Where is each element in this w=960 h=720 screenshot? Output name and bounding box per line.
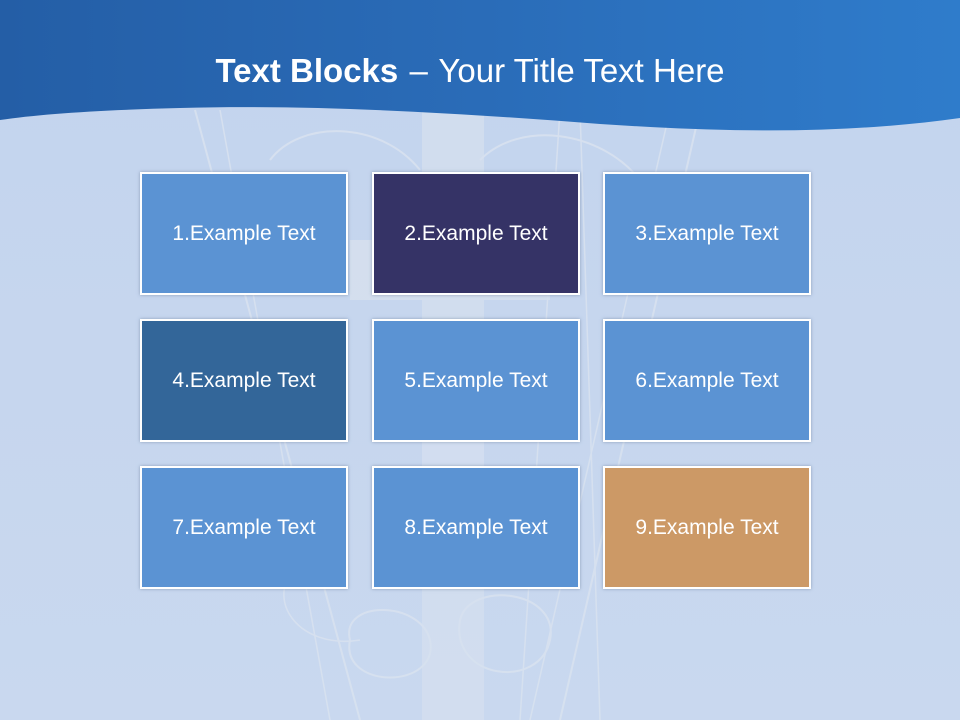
text-block-label: 3.Example Text — [635, 221, 779, 245]
text-block-8[interactable]: 8.Example Text — [372, 466, 580, 589]
text-block-9[interactable]: 9.Example Text — [603, 466, 811, 589]
title-bold-text: Text Blocks — [215, 52, 399, 89]
text-block-5[interactable]: 5.Example Text — [372, 319, 580, 442]
text-block-label: 8.Example Text — [404, 515, 548, 539]
text-block-label: 5.Example Text — [404, 368, 548, 392]
text-block-4[interactable]: 4.Example Text — [140, 319, 348, 442]
text-block-2[interactable]: 2.Example Text — [372, 172, 580, 295]
text-block-label: 2.Example Text — [404, 221, 548, 245]
text-block-label: 4.Example Text — [172, 368, 316, 392]
text-block-label: 6.Example Text — [635, 368, 779, 392]
text-block-label: 9.Example Text — [635, 515, 779, 539]
text-block-1[interactable]: 1.Example Text — [140, 172, 348, 295]
text-block-7[interactable]: 7.Example Text — [140, 466, 348, 589]
text-block-6[interactable]: 6.Example Text — [603, 319, 811, 442]
text-block-label: 7.Example Text — [172, 515, 316, 539]
text-block-label: 1.Example Text — [172, 221, 316, 245]
title-rest-text: Your Title Text Here — [438, 52, 725, 89]
slide-title: Text Blocks – Your Title Text Here — [0, 52, 940, 90]
title-dash: – — [409, 52, 428, 89]
header-wave — [0, 0, 960, 131]
text-block-3[interactable]: 3.Example Text — [603, 172, 811, 295]
